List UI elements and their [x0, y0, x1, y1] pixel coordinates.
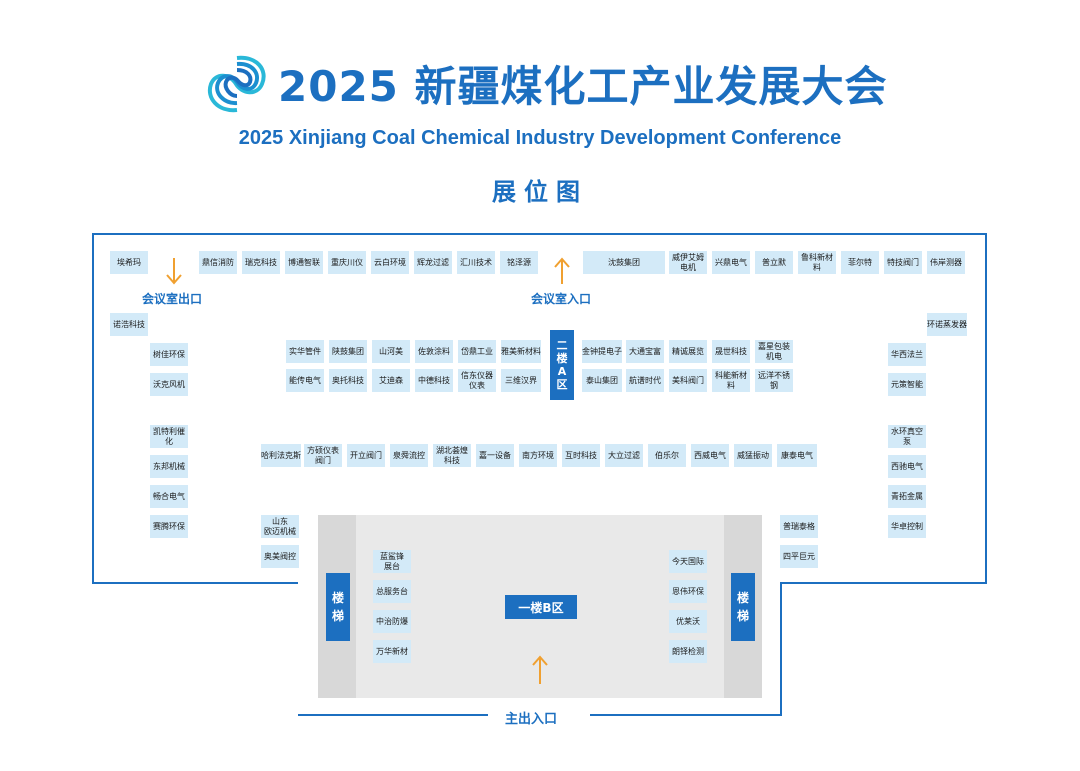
booth[interactable]: 信东仪器 仪表 [458, 369, 496, 392]
booth[interactable]: 水环真空泵 [888, 425, 926, 448]
booth[interactable]: 特技阀门 [884, 251, 922, 274]
booth[interactable]: 实华管件 [286, 340, 324, 363]
booth[interactable]: 奥托科技 [329, 369, 367, 392]
booth[interactable]: 畅合电气 [150, 485, 188, 508]
booth[interactable]: 威伊艾姆 电机 [669, 251, 707, 274]
booth[interactable]: 东邦机械 [150, 455, 188, 478]
booth[interactable]: 晟世科技 [712, 340, 750, 363]
zone-b-block: 一楼B区 [505, 595, 577, 619]
booth[interactable]: 威猛振动 [734, 444, 772, 467]
booth[interactable]: 诺浩科技 [110, 313, 148, 336]
booth[interactable]: 普瑞泰格 [780, 515, 818, 538]
booth[interactable]: 岱鼎工业 [458, 340, 496, 363]
booth[interactable]: 重庆川仪 [328, 251, 366, 274]
booth[interactable]: 三维汉界 [501, 369, 541, 392]
booth[interactable]: 方硕仪表 阀门 [304, 444, 342, 467]
map-subtitle: 展位图 [492, 178, 588, 206]
booth[interactable]: 科能新材料 [712, 369, 750, 392]
booth[interactable]: 汇川技术 [457, 251, 495, 274]
booth[interactable]: 中治防爆 [373, 610, 411, 633]
booth[interactable]: 艾迪森 [372, 369, 410, 392]
booth[interactable]: 泉舜流控 [390, 444, 428, 467]
booth[interactable]: 沈鼓集团 [583, 251, 665, 274]
booth[interactable]: 蓝鲨锋 展台 [373, 550, 411, 573]
booth[interactable]: 陕鼓集团 [329, 340, 367, 363]
booth[interactable]: 嘉星包装 机电 [755, 340, 793, 363]
booth[interactable]: 奥美阀控 [261, 545, 299, 568]
booth[interactable]: 能传电气 [286, 369, 324, 392]
booth[interactable]: 伟岸测器 [927, 251, 965, 274]
entry-arrow-icon [554, 257, 570, 284]
booth[interactable]: 青拓金属 [888, 485, 926, 508]
main-entrance-label: 主出入口 [505, 712, 558, 727]
booth[interactable]: 凯特利催化 [150, 425, 188, 448]
booth[interactable]: 树佳环保 [150, 343, 188, 366]
booth[interactable]: 泰山集团 [582, 369, 622, 392]
booth[interactable]: 雅美新材料 [501, 340, 541, 363]
booth[interactable]: 华卓控制 [888, 515, 926, 538]
exit-arrow-icon [166, 258, 182, 285]
booth[interactable]: 伯乐尔 [648, 444, 686, 467]
booth[interactable]: 今天国际 [669, 550, 707, 573]
meeting-room-entry-label: 会议室入口 [531, 292, 592, 306]
booth[interactable]: 山河美 [372, 340, 410, 363]
booth[interactable]: 四平巨元 [780, 545, 818, 568]
booth[interactable]: 赛腾环保 [150, 515, 188, 538]
conference-title-cn: 2025 新疆煤化工产业发展大会 [278, 62, 888, 111]
booth[interactable]: 航谱时代 [626, 369, 664, 392]
booth[interactable]: 万华新材 [373, 640, 411, 663]
booth[interactable]: 美科阀门 [669, 369, 707, 392]
booth[interactable]: 博通智联 [285, 251, 323, 274]
booth[interactable]: 嘉一设备 [476, 444, 514, 467]
booth[interactable]: 菲尔特 [841, 251, 879, 274]
booth[interactable]: 开立阀门 [347, 444, 385, 467]
booth[interactable]: 山东 欧迈机械 [261, 515, 299, 538]
stairs-left-block: 楼 梯 [326, 573, 350, 641]
booth[interactable]: 精诚展览 [669, 340, 707, 363]
booth[interactable]: 普立默 [755, 251, 793, 274]
booth[interactable]: 环诺蒸发器 [927, 313, 967, 336]
booth[interactable]: 华西法兰 [888, 343, 926, 366]
booth[interactable]: 鼎信消防 [199, 251, 237, 274]
booth[interactable]: 兴鼎电气 [712, 251, 750, 274]
booth[interactable]: 朗铎检测 [669, 640, 707, 663]
stairs-right-block: 楼 梯 [731, 573, 755, 641]
meeting-room-exit-label: 会议室出口 [142, 292, 203, 306]
booth[interactable]: 佐敦涂料 [415, 340, 453, 363]
booth[interactable]: 西驰电气 [888, 455, 926, 478]
booth[interactable]: 中德科技 [415, 369, 453, 392]
booth[interactable]: 埃希玛 [110, 251, 148, 274]
main-entry-arrow-icon [532, 655, 548, 684]
booth[interactable]: 云白环境 [371, 251, 409, 274]
booth[interactable]: 哈利法克斯 [261, 444, 301, 467]
booth[interactable]: 大通宝富 [626, 340, 664, 363]
booth[interactable]: 沃克风机 [150, 373, 188, 396]
booth[interactable]: 西威电气 [691, 444, 729, 467]
zone-a-block: 二 楼 A 区 [550, 330, 574, 400]
booth[interactable]: 辉龙过滤 [414, 251, 452, 274]
booth[interactable]: 总服务台 [373, 580, 411, 603]
booth[interactable]: 湖北荟煌 科技 [433, 444, 471, 467]
booth[interactable]: 元策智能 [888, 373, 926, 396]
booth[interactable]: 优莱沃 [669, 610, 707, 633]
booth[interactable]: 恩伟环保 [669, 580, 707, 603]
conference-title-en: 2025 Xinjiang Coal Chemical Industry Dev… [238, 127, 842, 149]
booth[interactable]: 康泰电气 [777, 444, 817, 467]
booth[interactable]: 金钟提电子 [582, 340, 622, 363]
booth[interactable]: 铭泽源 [500, 251, 538, 274]
booth[interactable]: 瑞克科技 [242, 251, 280, 274]
booth[interactable]: 远洋不锈钢 [755, 369, 793, 392]
conference-logo-icon [207, 55, 266, 113]
booth[interactable]: 互时科技 [562, 444, 600, 467]
booth[interactable]: 南方环境 [519, 444, 557, 467]
booth[interactable]: 大立过滤 [605, 444, 643, 467]
booth[interactable]: 鲁科新材料 [798, 251, 836, 274]
